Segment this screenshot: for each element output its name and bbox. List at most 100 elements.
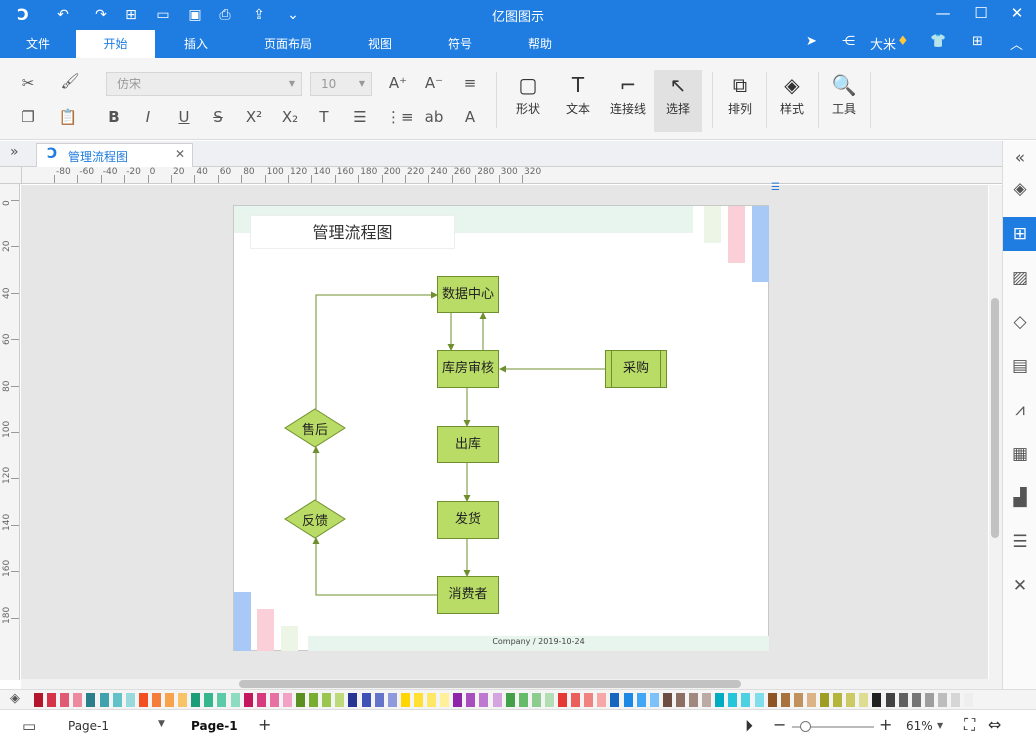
color-swatch[interactable]	[296, 693, 305, 707]
color-swatch[interactable]	[335, 693, 345, 707]
text-format-icon[interactable]: T	[319, 108, 329, 126]
color-swatch[interactable]	[597, 693, 607, 707]
chevron-down-icon[interactable]: ▼	[158, 719, 165, 729]
undo-icon[interactable]: ↶	[57, 7, 69, 23]
diagram-title[interactable]: 管理流程图	[250, 215, 455, 249]
color-swatch[interactable]	[178, 693, 188, 707]
play-icon[interactable]: ⏵	[745, 716, 754, 735]
fit-page-icon[interactable]: ⛶	[964, 715, 976, 734]
format-painter-icon[interactable]: 🖌	[60, 72, 80, 90]
color-swatch[interactable]	[951, 693, 960, 707]
color-swatch[interactable]	[348, 693, 358, 707]
close-tab-icon[interactable]: ✕	[175, 147, 186, 161]
collapse-ribbon-icon[interactable]: ︿	[1010, 38, 1024, 53]
color-swatch[interactable]	[898, 693, 908, 707]
copy-icon[interactable]: ❐	[21, 108, 35, 126]
redo-icon[interactable]: ↷	[95, 7, 107, 23]
connector-tool[interactable]: ⌐连接线	[606, 70, 650, 117]
color-swatch[interactable]	[361, 693, 371, 707]
add-page-icon[interactable]: +	[258, 715, 272, 734]
node-warehouse-review[interactable]: 库房审核	[437, 350, 499, 388]
node-data-center[interactable]: 数据中心	[437, 276, 499, 313]
color-swatch[interactable]	[322, 693, 332, 707]
new-icon[interactable]: ⊞	[125, 7, 137, 23]
menu-view[interactable]: 视图	[367, 37, 392, 51]
color-swatch[interactable]	[662, 693, 672, 707]
underline-icon[interactable]: U	[178, 108, 190, 126]
color-swatch[interactable]	[715, 693, 725, 707]
fill-bucket-icon[interactable]: ◈	[10, 691, 20, 706]
table-icon[interactable]: ▦	[1011, 444, 1029, 464]
color-swatch[interactable]	[793, 693, 803, 707]
color-swatch[interactable]	[649, 693, 659, 707]
color-swatch[interactable]	[269, 693, 279, 707]
image-icon[interactable]: ▨	[1011, 268, 1029, 288]
color-swatch[interactable]	[675, 693, 685, 707]
zoom-slider-thumb[interactable]	[800, 721, 811, 732]
zoom-out-icon[interactable]: −	[773, 715, 787, 734]
color-swatch[interactable]	[531, 693, 541, 707]
color-swatch[interactable]	[885, 693, 895, 707]
color-swatch[interactable]	[833, 693, 843, 707]
color-swatch[interactable]	[453, 693, 463, 707]
menu-page-layout[interactable]: 页面布局	[263, 37, 312, 51]
zoom-slider[interactable]	[792, 726, 874, 728]
chart-icon[interactable]: ⩘	[1015, 400, 1025, 420]
color-swatch[interactable]	[151, 693, 161, 707]
strikethrough-icon[interactable]: S	[213, 108, 223, 126]
color-swatch[interactable]	[544, 693, 554, 707]
apps-icon[interactable]: ⊞	[972, 34, 983, 49]
share-icon[interactable]: ⋲	[842, 34, 855, 49]
print-icon[interactable]: ⎙	[219, 7, 231, 23]
color-swatch[interactable]	[492, 693, 502, 707]
grow-font-icon[interactable]: A⁺	[388, 74, 408, 92]
node-outbound[interactable]: 出库	[437, 426, 499, 463]
color-swatch[interactable]	[937, 693, 947, 707]
color-swatch[interactable]	[636, 693, 646, 707]
node-purchase[interactable]: 采购	[605, 350, 667, 388]
list-icon[interactable]: ⋮≡	[386, 108, 414, 126]
color-swatch[interactable]	[309, 693, 319, 707]
color-swatch[interactable]	[479, 693, 489, 707]
arrange-tool[interactable]: ⧉排列	[718, 70, 762, 117]
font-size-select[interactable]: 10▼	[310, 72, 372, 96]
expand-library-icon[interactable]: »	[10, 144, 19, 160]
color-swatch[interactable]	[623, 693, 633, 707]
vertical-scrollbar[interactable]	[989, 185, 1002, 679]
color-swatch[interactable]	[924, 693, 934, 707]
color-swatch[interactable]	[728, 693, 738, 707]
superscript-icon[interactable]: X²	[245, 108, 263, 126]
color-swatch[interactable]	[165, 693, 174, 707]
outline-icon[interactable]: ☰	[1012, 532, 1028, 552]
subscript-icon[interactable]: X₂	[281, 108, 299, 126]
save-icon[interactable]: ▣	[188, 7, 202, 23]
color-swatch[interactable]	[754, 693, 764, 707]
color-swatch[interactable]	[387, 693, 397, 707]
shapes-panel-icon[interactable]: ⊞	[1003, 217, 1036, 251]
color-swatch[interactable]	[204, 693, 214, 707]
aftersale-diamond[interactable]	[284, 408, 346, 448]
font-family-select[interactable]: 仿宋▼	[106, 72, 302, 96]
italic-icon[interactable]: I	[145, 108, 151, 126]
color-swatch[interactable]	[427, 693, 436, 707]
color-palette[interactable]: ◈	[0, 689, 1036, 709]
color-swatch[interactable]	[60, 693, 70, 707]
color-swatch[interactable]	[413, 693, 423, 707]
zoom-in-icon[interactable]: +	[879, 715, 893, 734]
font-color-icon[interactable]: A	[464, 108, 476, 126]
open-icon[interactable]: ▭	[156, 7, 170, 23]
color-swatch[interactable]	[859, 693, 869, 707]
shuffle-icon[interactable]: ✕	[1012, 576, 1028, 596]
zoom-level[interactable]: 61%	[906, 719, 933, 733]
horizontal-scroll-thumb[interactable]	[239, 680, 741, 688]
color-swatch[interactable]	[558, 693, 567, 707]
color-swatch[interactable]	[571, 693, 581, 707]
chevron-down-icon[interactable]: ▼	[937, 721, 944, 730]
connector-consumer-feedback[interactable]	[312, 537, 437, 596]
menu-file[interactable]: 文件	[25, 37, 50, 51]
minimize-icon[interactable]: —	[935, 4, 951, 22]
color-swatch[interactable]	[806, 693, 816, 707]
collapse-panel-icon[interactable]: «	[1014, 148, 1026, 168]
color-swatch[interactable]	[34, 693, 43, 707]
